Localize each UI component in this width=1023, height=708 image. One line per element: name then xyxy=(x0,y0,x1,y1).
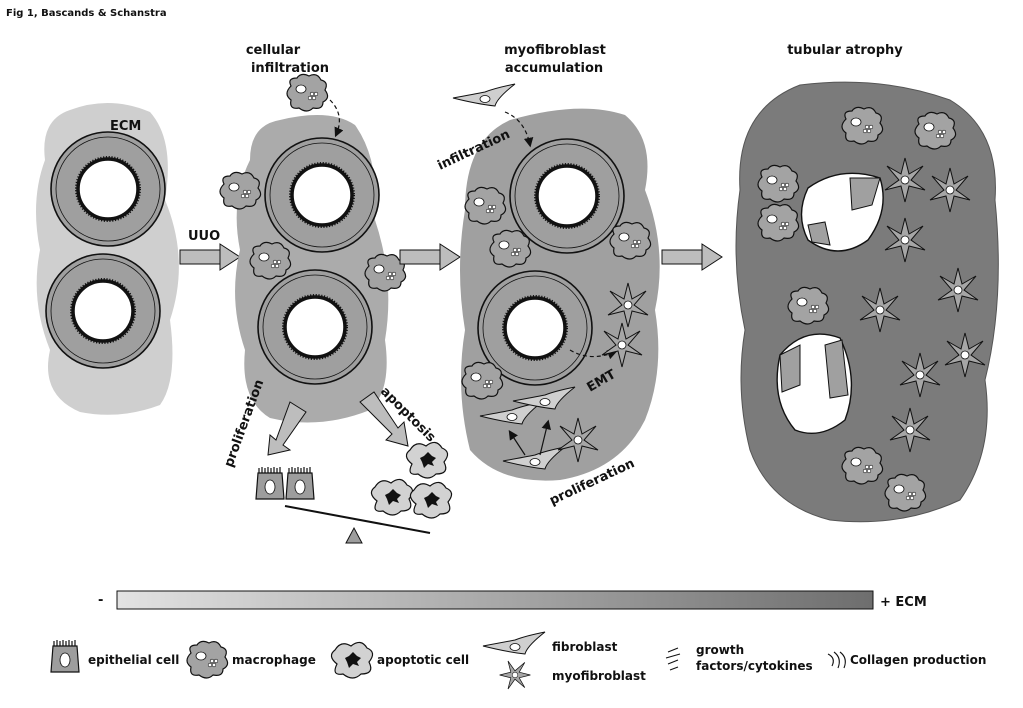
macrophage-s4-2 xyxy=(914,111,957,150)
uuo-arrow xyxy=(179,243,241,271)
stage-title-tubular-atrophy: tubular atrophy xyxy=(787,43,903,58)
legend-growth-label-line1: growth xyxy=(696,643,744,657)
proliferation-left-label: proliferation xyxy=(222,378,268,470)
macrophage-s3-2 xyxy=(489,229,532,268)
macrophage-incoming xyxy=(286,73,329,112)
figure-caption: Fig 1, Bascands & Schanstra xyxy=(6,8,167,19)
stage-title-myofibroblast-line1: myofibroblast xyxy=(504,43,606,58)
stage-title-infiltration-line2: infiltration xyxy=(251,61,329,76)
atrophic-tubule-2 xyxy=(776,333,853,434)
legend-growth-factor-icon xyxy=(665,647,681,671)
legend-fibroblast-icon xyxy=(482,631,546,655)
legend-fibroblast-label: fibroblast xyxy=(552,640,618,654)
macrophage-s4-4 xyxy=(757,203,800,242)
macrophage-s3-4 xyxy=(461,361,504,400)
legend-myofibroblast-label: myofibroblast xyxy=(552,669,646,683)
macrophage-s4-3 xyxy=(757,164,800,203)
scale-plus-ecm-label: + ECM xyxy=(880,595,927,610)
stage-arrow-2 xyxy=(399,243,461,271)
macrophage-s4-7 xyxy=(884,473,927,512)
legend-apoptotic-cell-icon xyxy=(330,641,374,679)
legend-epithelial-cell-label: epithelial cell xyxy=(88,653,179,667)
legend-collagen-label: Collagen production xyxy=(850,653,986,667)
macrophage-left xyxy=(219,171,262,210)
stage-title-myofibroblast-line2: accumulation xyxy=(505,61,603,76)
apoptotic-cell-3 xyxy=(409,481,453,519)
ecm-label: ECM xyxy=(110,119,141,134)
epithelial-cell-proliferating-2 xyxy=(285,466,315,500)
macrophage-right xyxy=(364,253,407,292)
atrophic-tubule-1 xyxy=(800,172,884,252)
scale-minus-label: - xyxy=(98,593,103,608)
legend-epithelial-cell-icon xyxy=(50,639,80,673)
macrophage-s4-1 xyxy=(841,106,884,145)
macrophage-s4-6 xyxy=(841,446,884,485)
macrophage-s3-3 xyxy=(609,221,652,260)
macrophage-mid xyxy=(249,241,292,280)
legend: epithelial cell macrophage apoptotic cel… xyxy=(50,631,986,690)
macrophage-s4-5 xyxy=(787,286,830,325)
ecm-gradient-bar xyxy=(116,590,874,610)
apoptotic-cell-1 xyxy=(405,441,449,479)
proliferation-arrow xyxy=(267,401,307,456)
legend-growth-label-line2: factors/cytokines xyxy=(696,659,813,673)
tubule-infiltration-top xyxy=(263,136,381,254)
uuo-label: UUO xyxy=(188,229,220,244)
balance-scale xyxy=(284,505,431,544)
tubule-normal-top xyxy=(49,130,167,248)
macrophage-s3-1 xyxy=(464,186,507,225)
legend-apoptotic-cell-label: apoptotic cell xyxy=(377,653,469,667)
epithelial-cell-proliferating-1 xyxy=(255,466,285,500)
tubule-normal-bottom xyxy=(44,252,162,370)
apoptosis-arrow xyxy=(359,391,409,447)
legend-macrophage-icon xyxy=(186,640,229,679)
legend-macrophage-label: macrophage xyxy=(232,653,316,667)
legend-myofibroblast-icon xyxy=(499,660,531,690)
fibroblast-incoming xyxy=(452,83,516,107)
apoptotic-cell-2 xyxy=(370,478,414,516)
stage-arrow-3 xyxy=(661,243,723,271)
legend-collagen-icon xyxy=(827,651,846,669)
stage-title-infiltration-line1: cellular xyxy=(246,43,301,58)
tubule-infiltration-bottom xyxy=(256,268,374,386)
tubule-myofibroblast-top xyxy=(508,137,626,255)
